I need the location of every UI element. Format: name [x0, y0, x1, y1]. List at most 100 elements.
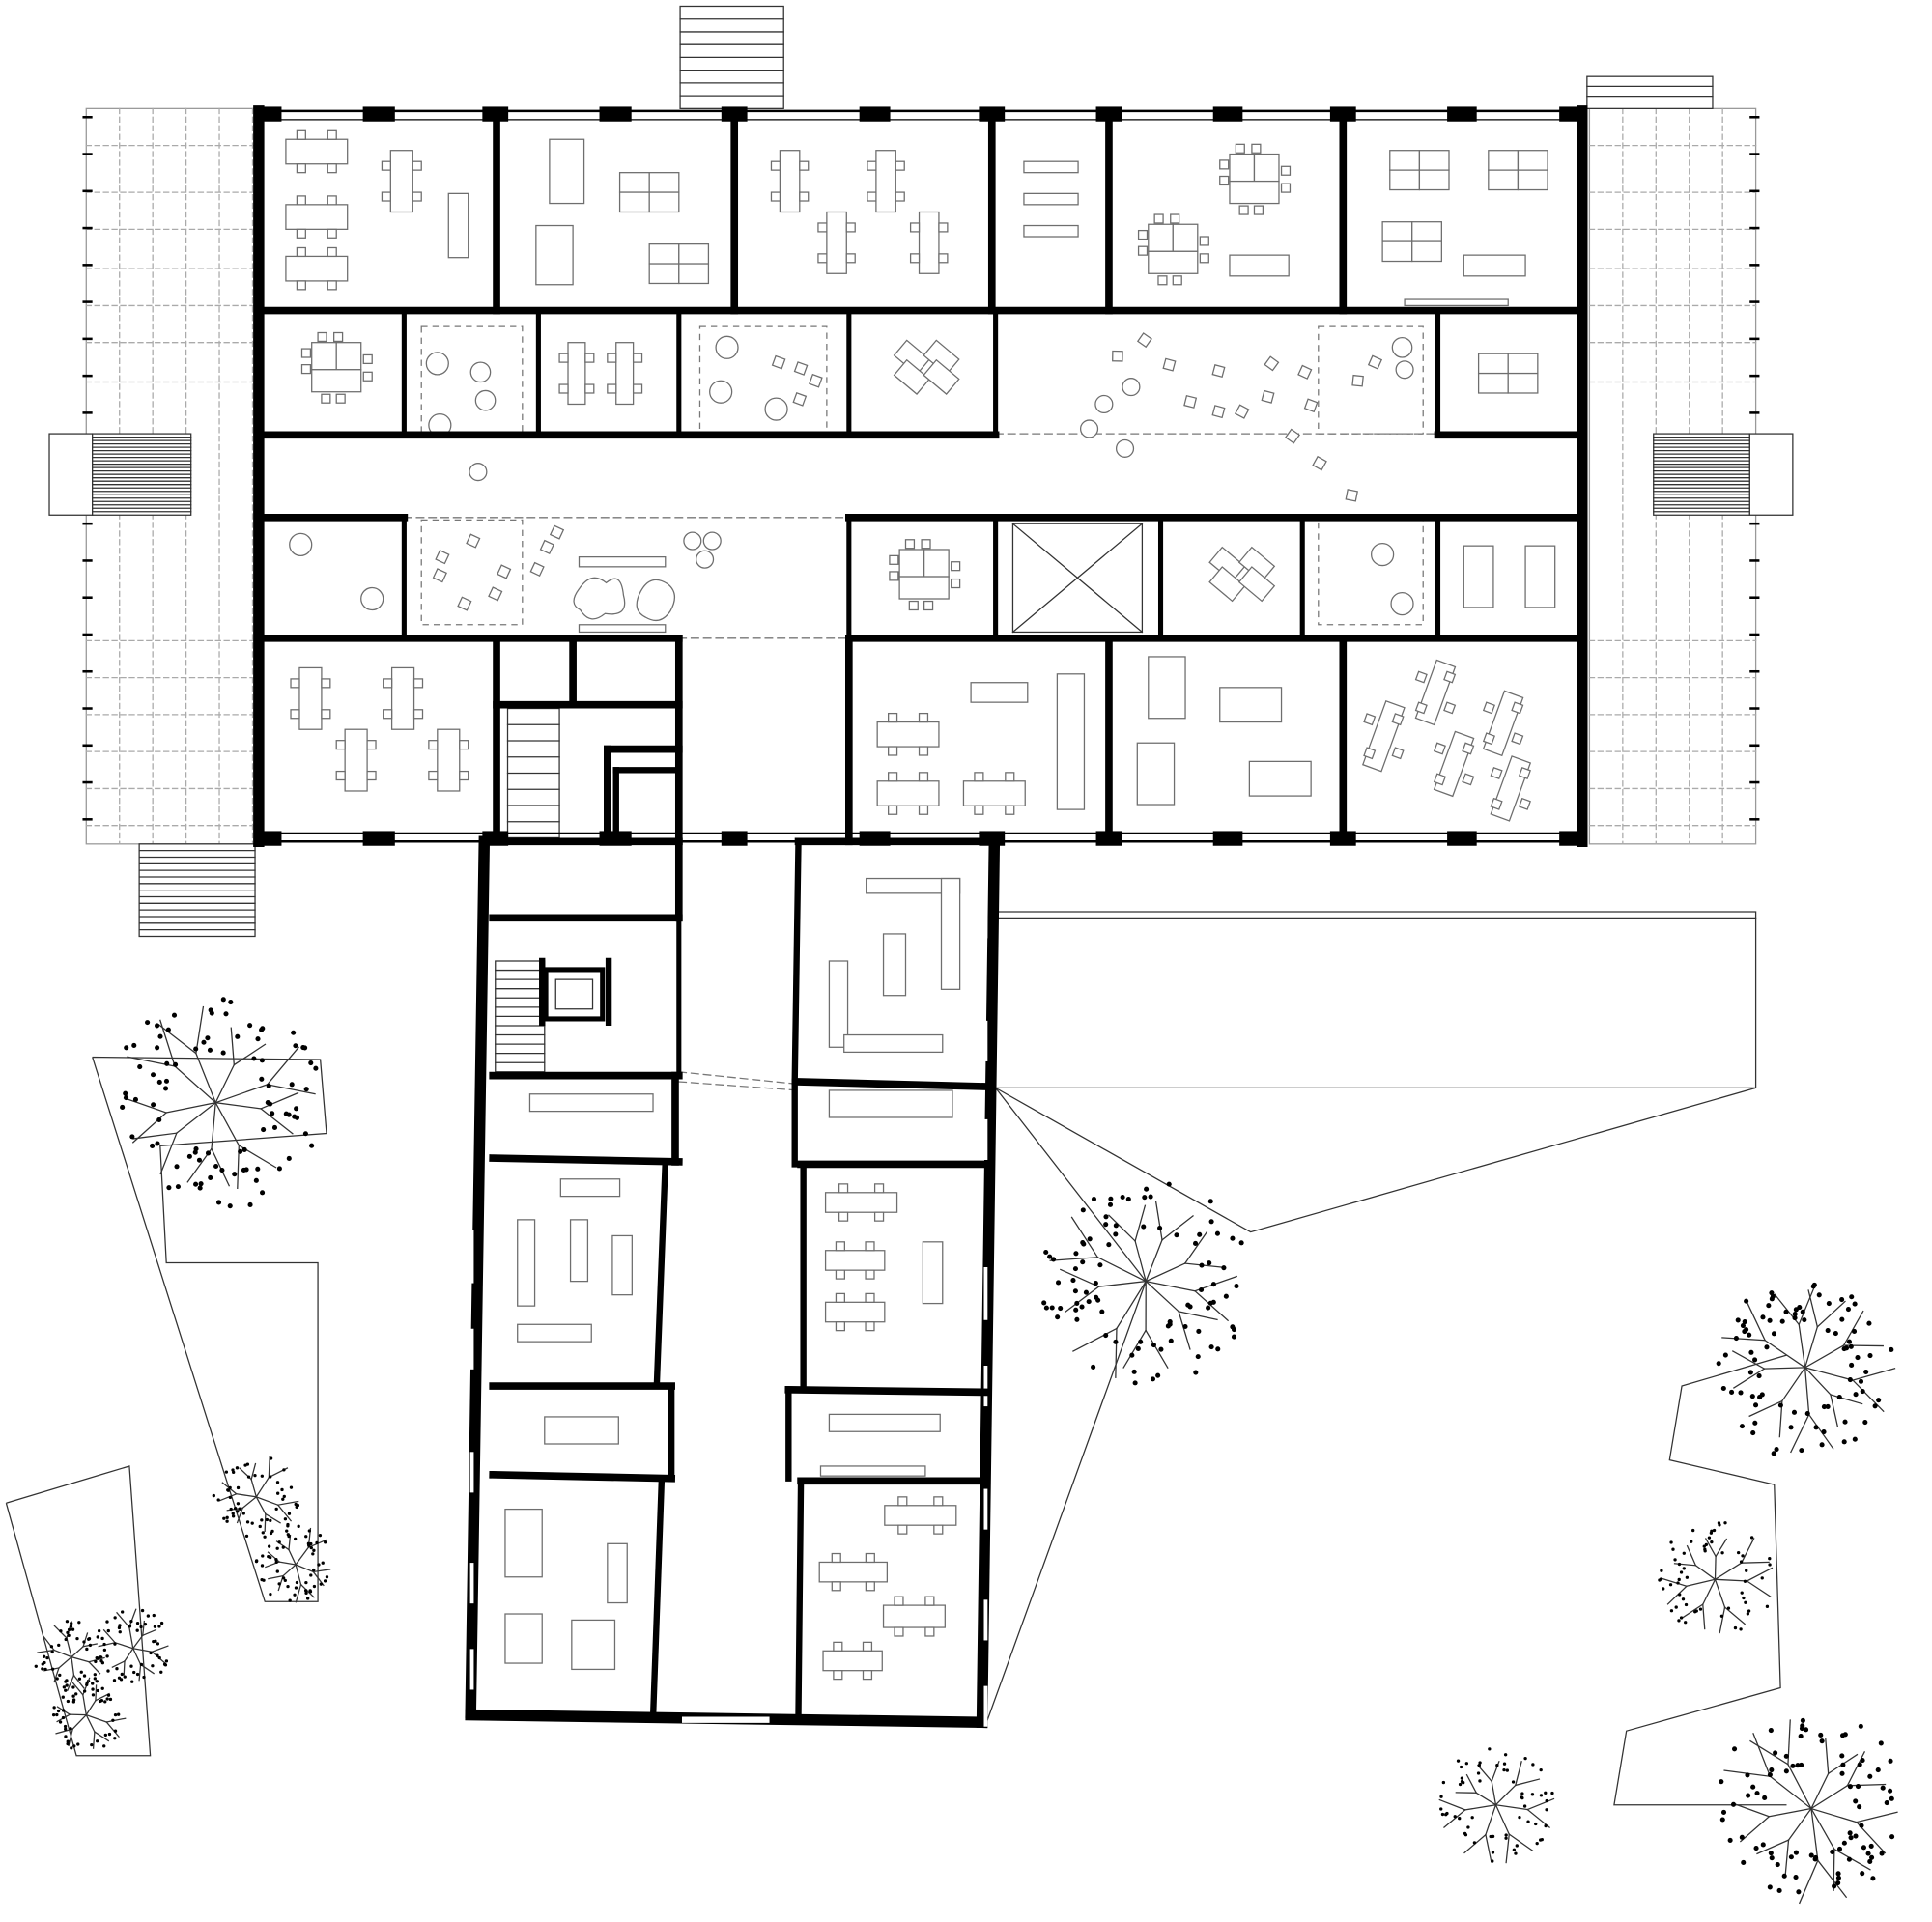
tree-leaf-dot [1870, 1876, 1876, 1881]
chair [327, 163, 337, 174]
table [918, 211, 940, 274]
stool [432, 568, 447, 583]
tree-leaf-dot [1812, 1856, 1818, 1862]
tree-leaf-dot [1744, 1298, 1749, 1304]
tree-leaf-dot [253, 1177, 259, 1183]
tree-leaf-dot [1526, 1820, 1530, 1823]
chair [888, 805, 898, 815]
tree-leaf-dot [1768, 1851, 1774, 1856]
table [535, 224, 574, 286]
tree-leaf-dot [1707, 1536, 1712, 1540]
tree-leaf-dot [112, 1679, 117, 1682]
table [970, 682, 1029, 703]
tree-branch [1846, 1751, 1866, 1787]
tree-branch [214, 1101, 262, 1110]
tree-leaf-dot [1495, 1764, 1499, 1767]
tree-leaf-dot [42, 1654, 46, 1658]
facade-pier [1212, 831, 1243, 846]
tree-leaf-dot [62, 1685, 67, 1689]
tree-leaf-dot [1106, 1242, 1112, 1248]
tree-leaf-dot [1730, 1801, 1737, 1807]
tree-leaf-dot [1843, 1345, 1850, 1351]
chair [290, 678, 300, 689]
tree-leaf-dot [1733, 1335, 1739, 1342]
tree-leaf-dot [1676, 1581, 1680, 1585]
tree-leaf-dot [155, 1023, 160, 1029]
tree-branch [1810, 1807, 1819, 1862]
chair [321, 393, 331, 404]
tree-leaf-dot [232, 1172, 238, 1177]
tree-leaf-dot [1193, 1370, 1199, 1375]
tree-leaf-dot [295, 1580, 299, 1585]
tree-branch [1096, 1256, 1148, 1283]
tree-leaf-dot [1470, 1816, 1474, 1820]
tree-leaf-dot [1743, 1579, 1747, 1583]
tree-leaf-dot [324, 1540, 327, 1544]
tree-leaf-dot [1841, 1840, 1847, 1846]
stool [792, 392, 808, 407]
tree-leaf-dot [1208, 1300, 1213, 1306]
tree-branch [1830, 1394, 1863, 1405]
table [779, 150, 801, 213]
stool [1234, 404, 1250, 419]
tree-leaf-dot [1790, 1763, 1796, 1768]
tree-branch [1748, 1399, 1783, 1418]
tree-leaf-dot [120, 1672, 124, 1677]
tree-branch [260, 1091, 299, 1110]
chair [296, 195, 306, 206]
lift-car [554, 978, 594, 1010]
tree-branch [1804, 1326, 1819, 1369]
chair [918, 772, 929, 782]
round-table [474, 389, 497, 411]
tree-leaf-dot [61, 1709, 66, 1712]
chair [894, 1596, 904, 1606]
chair [1462, 742, 1475, 755]
tree-leaf-dot [99, 1659, 103, 1663]
tree-leaf-dot [247, 1201, 253, 1208]
tree-leaf-dot [216, 1498, 220, 1502]
tree-leaf-dot [274, 1507, 278, 1512]
tree-branch [132, 1647, 154, 1653]
chair [362, 353, 373, 365]
tree-branch [1701, 1578, 1717, 1606]
tree-branch [70, 1680, 84, 1696]
table [882, 933, 907, 997]
tree-leaf-dot [312, 1568, 316, 1572]
tree-leaf-dot [1491, 1851, 1495, 1854]
tree-leaf-dot [115, 1667, 119, 1671]
tree-leaf-dot [1230, 1324, 1236, 1330]
chair [1005, 805, 1015, 815]
chair [1157, 275, 1168, 286]
tree-leaf-dot [43, 1667, 47, 1672]
tree-leaf-dot [1520, 1795, 1523, 1799]
tree-leaf-dot [142, 1675, 146, 1680]
table [504, 1613, 543, 1664]
chair [300, 348, 312, 358]
tree-leaf-dot [253, 1474, 257, 1478]
chair [1219, 159, 1230, 170]
round-table [1371, 542, 1395, 567]
tree-leaf-dot [276, 1491, 280, 1495]
tree-branch [1145, 1280, 1196, 1292]
tree-leaf-dot [228, 1495, 232, 1500]
tree-leaf-dot [85, 1647, 89, 1652]
tree-branch [71, 1713, 88, 1730]
tree-branch [82, 1694, 88, 1716]
tree-leaf-dot [270, 1111, 275, 1116]
tree-leaf-dot [1108, 1196, 1114, 1201]
tree-branch [1485, 1803, 1497, 1836]
tree-leaf-dot [1047, 1254, 1053, 1259]
tree-leaf-dot [1739, 1424, 1745, 1429]
round-table [469, 463, 488, 482]
tree-leaf-dot [1839, 1316, 1845, 1322]
tree-branch [1134, 1204, 1147, 1242]
chair [335, 393, 346, 404]
tree-leaf-dot [1097, 1262, 1103, 1268]
tree-leaf-dot [1514, 1851, 1518, 1855]
tree-leaf-dot [1043, 1305, 1049, 1311]
tree-leaf-dot [91, 1682, 95, 1685]
tree-branch [214, 1101, 241, 1146]
round-table [1094, 394, 1114, 414]
tree-leaf-dot [129, 1619, 133, 1624]
tree-leaf-dot [291, 1030, 297, 1035]
